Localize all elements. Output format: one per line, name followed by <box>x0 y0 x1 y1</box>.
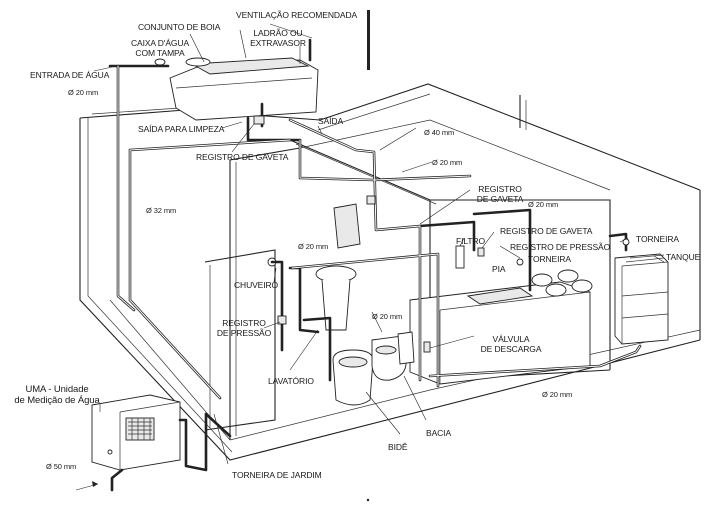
label-caixa-dagua: CAIXA D'ÁGUA COM TAMPA <box>130 38 190 58</box>
label-torneira-tanque: TORNEIRA <box>636 234 679 244</box>
label-ladrao: LADRÃO OU EXTRAVASOR <box>250 28 306 48</box>
label-d20-center: Ø 20 mm <box>298 242 329 251</box>
label-bacia: BACIA <box>426 428 452 438</box>
label-registro-pressao-2: REGISTRO DE PRESSÃO <box>216 318 272 338</box>
label-saida: SAÍDA <box>318 116 344 126</box>
label-lavatorio: LAVATÓRIO <box>268 376 314 386</box>
label-d32: Ø 32 mm <box>146 206 177 215</box>
label-registro-gaveta-2: REGISTRO DE GAVETA <box>476 184 524 204</box>
pipes <box>75 38 642 492</box>
label-bide: BIDÊ <box>388 442 408 452</box>
label-conjunto-boia: CONJUNTO DE BOIA <box>138 22 221 32</box>
label-d20-mid: Ø 20 mm <box>372 312 403 321</box>
label-torneira-pia: TORNEIRA <box>528 254 571 264</box>
label-d40: Ø 40 mm <box>424 128 455 137</box>
label-entrada-agua: ENTRADA DE ÁGUA <box>30 70 110 80</box>
label-torneira-jardim: TORNEIRA DE JARDIM <box>232 470 322 480</box>
label-pia: PIA <box>492 264 506 274</box>
label-registro-gaveta-1: REGISTRO DE GAVETA <box>196 152 289 162</box>
ventilation-pole <box>367 10 370 70</box>
label-ventilacao: VENTILAÇÃO RECOMENDADA <box>236 10 358 20</box>
label-d20-entrada: Ø 20 mm <box>68 88 99 97</box>
label-registro-gaveta-3: REGISTRO DE GAVETA <box>500 226 593 236</box>
leader-lines <box>93 23 665 465</box>
label-uma: UMA - Unidade de Medição de Água <box>14 384 100 406</box>
label-chuveiro: CHUVEIRO <box>234 280 279 290</box>
label-saida-limpeza: SAÍDA PARA LIMPEZA <box>138 124 225 134</box>
fixtures <box>91 57 465 471</box>
label-d50: Ø 50 mm <box>46 462 77 471</box>
label-d20-bottom: Ø 20 mm <box>542 390 573 399</box>
label-tanque: TANQUE <box>666 252 701 262</box>
label-d20-right: Ø 20 mm <box>528 200 559 209</box>
label-registro-pressao-1: REGISTRO DE PRESSÃO <box>510 242 611 252</box>
label-d20-upper: Ø 20 mm <box>432 158 463 167</box>
label-valvula-descarga: VÁLVULA DE DESCARGA <box>480 334 542 354</box>
label-filtro: FILTRO <box>456 236 485 246</box>
house-walls <box>79 83 701 461</box>
